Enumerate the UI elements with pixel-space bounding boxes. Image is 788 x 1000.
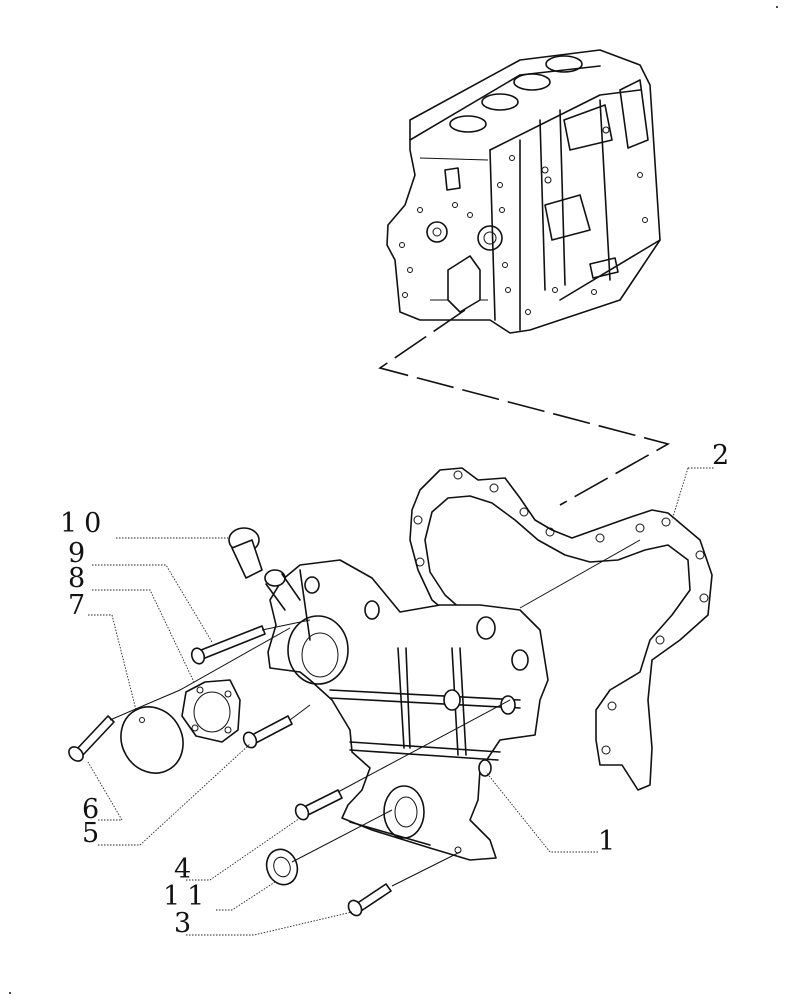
assembly-line	[109, 627, 291, 721]
callout-2: 2	[712, 440, 737, 471]
bolt-9	[190, 625, 266, 665]
assembly-line	[519, 539, 641, 609]
leader-7	[88, 614, 137, 711]
gasket	[409, 467, 713, 791]
callout-10: 10	[60, 508, 109, 539]
leader-4	[186, 817, 301, 881]
callout-6: 6	[82, 794, 107, 825]
bolt-5	[242, 715, 293, 749]
leader-11	[216, 881, 276, 911]
engine-block	[386, 49, 661, 334]
leader-6	[87, 761, 123, 821]
callout-4: 4	[174, 854, 199, 885]
bolt-3	[347, 883, 392, 917]
corner-dot	[776, 6, 778, 8]
callout-7: 7	[68, 590, 93, 621]
assembly-line	[391, 851, 461, 887]
leader-8	[92, 589, 195, 683]
cover-disc	[120, 706, 184, 774]
alignment-dashed-line	[378, 309, 671, 506]
timing-cover	[267, 559, 549, 861]
assembly-line	[337, 699, 511, 793]
callout-11: 11	[163, 881, 212, 912]
sensor	[228, 527, 301, 611]
assembly-line	[291, 809, 393, 863]
callout-9: 9	[68, 538, 93, 569]
corner-dot	[9, 992, 11, 994]
assembly-line	[261, 619, 311, 631]
leader-9	[92, 564, 213, 643]
callout-1: 1	[598, 826, 623, 857]
leader-5	[98, 743, 251, 846]
leader-3	[186, 911, 353, 936]
assembly-line	[289, 704, 311, 721]
callout-5: 5	[82, 818, 107, 849]
bolt-4	[294, 789, 343, 821]
leader-1	[485, 771, 598, 853]
leader-2b	[671, 467, 689, 521]
bolt-6	[68, 715, 115, 762]
oil-seal	[265, 848, 299, 886]
callout-3: 3	[174, 908, 199, 939]
callout-8: 8	[68, 563, 93, 594]
seal-plate	[181, 679, 241, 743]
